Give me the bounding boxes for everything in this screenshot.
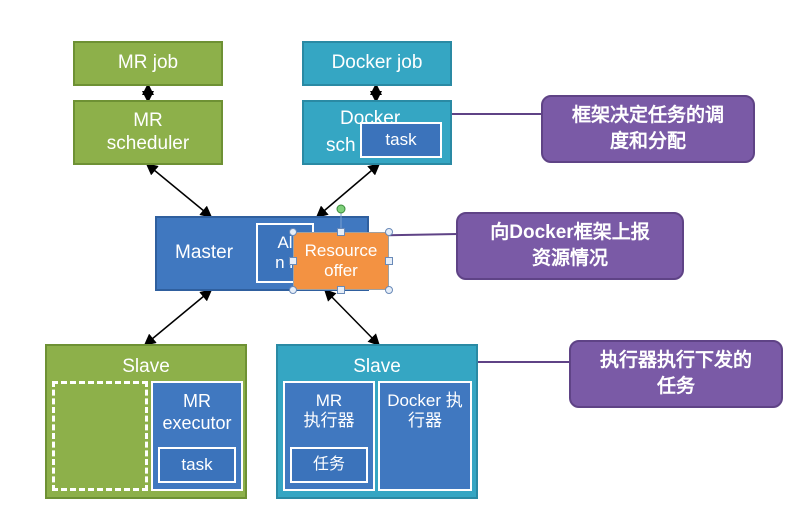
master-slave-right-arrow [323,288,381,347]
resource-offer-box: Resource offer [293,232,389,290]
callout-report-resources-text: 向Docker框架上报 资源情况 [490,222,650,269]
slave-left-title: Slave [122,356,170,377]
empty-slot-placeholder [52,381,148,491]
allocation-module-label: Al n r [275,232,295,272]
mr-scheduler-master-arrow [145,163,213,218]
resource-offer-label: Resource offer [304,240,378,280]
docker-task-label: task [385,129,417,149]
mr-scheduler-box: MR scheduler [73,100,223,165]
mr-executor-label: MR executor [162,391,232,433]
callout-framework-decides-text: 框架决定任务的调 度和分配 [571,105,724,152]
docker-job-box: Docker job [302,41,452,86]
mr-job-box: MR job [73,41,223,86]
master-slave-left-arrow [143,289,213,346]
docker-job-label: Docker job [331,52,423,74]
slave-right-title: Slave [353,356,401,377]
docker-executor-cn-box: Docker 执 行器 [378,381,472,491]
callout-executor-runs-text: 执行器执行下发的 任务 [599,350,752,397]
mr-task-label: task [181,454,213,474]
callout-report-resources: 向Docker框架上报 资源情况 [456,212,684,280]
callout-executor-runs: 执行器执行下发的 任务 [569,340,783,408]
mr-task-cn-box: 任务 [290,447,368,483]
mr-job-label: MR job [117,52,179,74]
mr-executor-cn-label: MR 执行器 [303,391,355,431]
docker-executor-cn-label: Docker 执 行器 [387,391,463,431]
mr-task-cn-label: 任务 [312,456,345,474]
callout-framework-decides: 框架决定任务的调 度和分配 [541,95,755,163]
docker-scheduler-label-bottom: sch [326,135,356,156]
docker-scheduler-master-arrow [315,163,381,218]
master-label: Master [175,242,234,264]
mr-scheduler-label: MR scheduler [106,109,190,154]
docker-task-box: task [360,122,442,158]
mr-task-box: task [158,447,236,483]
